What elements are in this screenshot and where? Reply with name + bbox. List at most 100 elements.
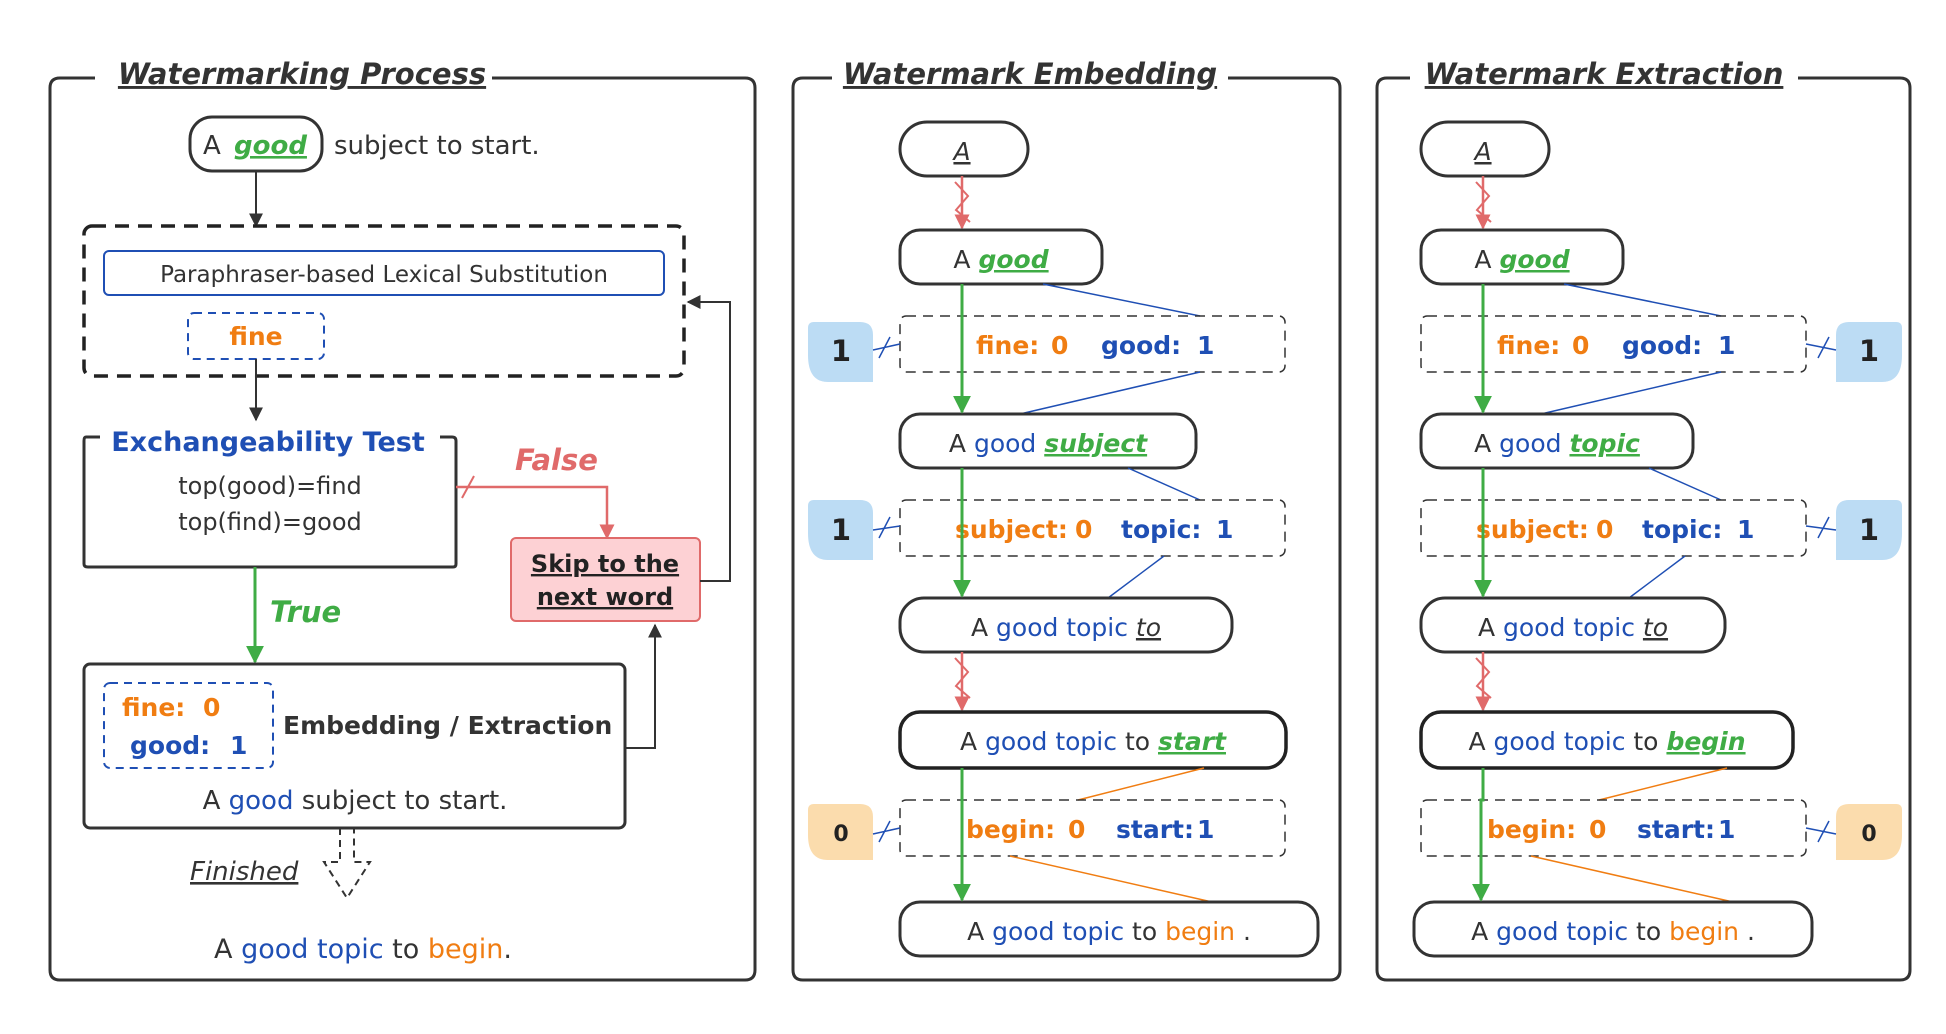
pair-2-bit-b: 1 xyxy=(1216,515,1233,544)
panel-watermark-embedding: Watermark Embedding A A good fine: 0 goo… xyxy=(791,57,1342,982)
embed-sentence-part: subject to start. xyxy=(293,786,507,816)
node-part: to xyxy=(1136,613,1161,642)
connector xyxy=(1019,371,1201,415)
connector xyxy=(1107,555,1165,599)
pair-1-word-b: good: xyxy=(1622,331,1702,360)
node-3 xyxy=(898,412,1198,470)
node-part: A xyxy=(967,917,992,946)
pair-1-word-a: fine: xyxy=(1497,331,1560,360)
node-part: to xyxy=(1117,727,1158,756)
false-label: False xyxy=(515,443,598,477)
node-start-text: A xyxy=(1472,137,1491,166)
node-part: A xyxy=(1478,613,1503,642)
node-part: good xyxy=(1499,245,1570,274)
pair-2-word-b: topic: xyxy=(1121,515,1201,544)
arrow-false-branch xyxy=(456,485,615,540)
node-4 xyxy=(898,596,1234,654)
pair-1-bit-b: 1 xyxy=(1718,331,1735,360)
pair-3-bit-b: 1 xyxy=(1197,815,1214,844)
pair-2-bit-a: 0 xyxy=(1596,515,1613,544)
node-part: . xyxy=(1235,917,1251,946)
node-part: subject xyxy=(1044,429,1148,458)
skip-mark-2 xyxy=(954,657,971,699)
node-part: good xyxy=(974,429,1044,458)
arrow-skip-to-paraphraser xyxy=(686,295,731,582)
bubble-tick xyxy=(1817,820,1830,843)
bit-bubble-1-text: 1 xyxy=(831,334,851,368)
node-part: topic xyxy=(1569,429,1640,458)
bubble-tick xyxy=(1817,516,1830,539)
finished-arrow xyxy=(322,828,372,900)
node-part: begin xyxy=(1666,727,1745,756)
bubble-connector xyxy=(872,827,901,835)
bit-map-bit-1: 0 xyxy=(203,693,220,722)
panel-watermarking-process: Watermarking Process A good subject to s… xyxy=(48,57,757,982)
node-2-text: A good xyxy=(953,245,1049,274)
node-4-text: A good topic to xyxy=(1478,613,1668,642)
input-prefix: A xyxy=(203,131,221,161)
connector xyxy=(1628,555,1686,599)
node-part: start xyxy=(1158,727,1227,756)
test-title: Exchangeability Test xyxy=(111,427,425,458)
bit-bubble-3 xyxy=(808,804,873,860)
node-start-text: A xyxy=(951,137,970,166)
node-5 xyxy=(1419,710,1795,770)
pair-box-1 xyxy=(1420,315,1807,373)
node-part: good topic xyxy=(1496,917,1628,946)
panel-title: Watermark Extraction xyxy=(1425,57,1784,91)
paraphraser-box xyxy=(103,250,665,296)
node-3-text: A good topic xyxy=(1474,429,1640,458)
pair-2-bit-b: 1 xyxy=(1737,515,1754,544)
pair-3-bit-b: 1 xyxy=(1718,815,1735,844)
bit-bubble-1 xyxy=(808,322,873,382)
node-part: A xyxy=(1474,429,1499,458)
pair-3-word-b: start: xyxy=(1116,815,1194,844)
output-part: begin xyxy=(428,934,504,965)
node-part: A xyxy=(953,245,978,274)
output-part: . xyxy=(503,934,512,965)
connector xyxy=(1648,467,1722,501)
node-part: good topic xyxy=(992,917,1124,946)
node-6-text: A good topic to begin . xyxy=(967,917,1251,946)
pair-3-word-b: start: xyxy=(1637,815,1715,844)
panel-title: Watermark Embedding xyxy=(843,57,1217,91)
node-4-text: A good topic to xyxy=(971,613,1161,642)
bit-bubble-3-text: 0 xyxy=(833,822,848,847)
input-word: good xyxy=(234,131,307,161)
pair-box-2 xyxy=(1420,499,1807,557)
flow-arrow-3 xyxy=(1472,768,1490,902)
panel-frame xyxy=(48,76,757,982)
arrow-embed-to-skip xyxy=(625,623,662,749)
node-2 xyxy=(1419,228,1625,286)
bit-bubble-2-text: 1 xyxy=(1859,513,1879,547)
bubble-connector xyxy=(1805,343,1837,351)
bit-bubble-2-text: 1 xyxy=(831,513,851,547)
node-part: good topic xyxy=(1494,727,1626,756)
pair-1-word-a: fine: xyxy=(976,331,1039,360)
pair-box-3 xyxy=(1420,799,1807,857)
node-part: A xyxy=(1474,245,1499,274)
node-3-text: A good subject xyxy=(949,429,1148,458)
bubble-tick xyxy=(878,820,891,843)
pair-3-bit-a: 0 xyxy=(1589,815,1606,844)
node-part: A xyxy=(1471,917,1496,946)
node-2-text: A good xyxy=(1474,245,1570,274)
skip-line-1: Skip to the xyxy=(531,550,679,578)
test-box xyxy=(82,435,458,569)
embed-label: Embedding / Extraction xyxy=(283,711,612,740)
connector xyxy=(1009,855,1213,903)
node-part: good xyxy=(1499,429,1569,458)
paraphraser-label: Paraphraser-based Lexical Substitution xyxy=(160,262,608,288)
bit-bubble-1-text: 1 xyxy=(1859,334,1879,368)
test-line-2: top(find)=good xyxy=(178,508,362,536)
bit-bubble-2 xyxy=(1836,500,1902,560)
node-part: begin xyxy=(1165,917,1235,946)
node-part: . xyxy=(1739,917,1755,946)
pair-3-bit-a: 0 xyxy=(1068,815,1085,844)
panel-frame xyxy=(791,76,1342,982)
pair-3-word-a: begin: xyxy=(966,815,1055,844)
node-4 xyxy=(1419,596,1727,654)
node-part: A xyxy=(960,727,985,756)
